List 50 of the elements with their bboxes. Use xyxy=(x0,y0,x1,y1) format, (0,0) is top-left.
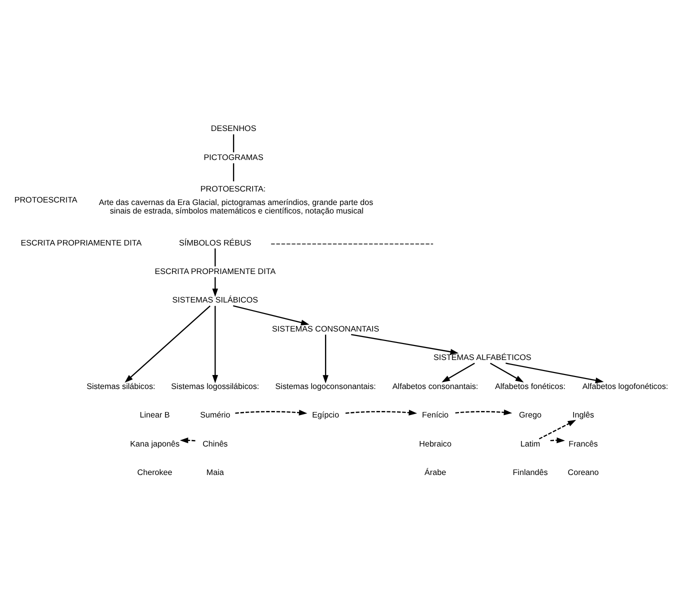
node-text: PROTOESCRITA: Arte das cavernas da Era Glacial, pictogramas ameríndios, grande parte dos sinais de estrada, símbolos matemáticos e científicos, notação musical xyxy=(98,184,374,216)
arrow xyxy=(538,420,576,440)
label: Árabe xyxy=(424,468,446,477)
node-text: Francês xyxy=(568,439,598,448)
node-text: Inglês xyxy=(572,410,594,420)
node-text: DESENHOS xyxy=(210,124,256,134)
arrow xyxy=(345,410,418,416)
node-text: SÍMBOLOS RÉBUS xyxy=(179,238,252,248)
arrow xyxy=(180,437,196,444)
node-text: Sumério xyxy=(200,410,230,420)
node-text: Alfabetos fonéticos: xyxy=(494,382,566,391)
label: ESCRITA PROPRIAMENTE DITA xyxy=(20,238,142,248)
node-text: Sistemas logoconsonantais: xyxy=(275,382,376,391)
label: Cherokee xyxy=(137,468,172,477)
label: Finlandês xyxy=(512,468,548,477)
arrow xyxy=(212,306,218,384)
node-text: PICTOGRAMAS xyxy=(204,152,264,162)
label: PROTOESCRITA xyxy=(14,196,78,205)
node-text: Kana japonês xyxy=(130,439,180,448)
node-text: Latim xyxy=(520,439,540,448)
arrow xyxy=(490,362,524,382)
label: Linear B xyxy=(140,410,170,420)
node-text: Grego xyxy=(519,410,542,420)
connector xyxy=(232,163,234,182)
arrow xyxy=(442,362,475,382)
node-text: SISTEMAS CONSONANTAIS xyxy=(272,324,380,334)
arrow xyxy=(322,334,328,384)
node-text: Egípcio xyxy=(312,410,340,420)
arrow xyxy=(455,410,512,416)
connector xyxy=(214,248,216,266)
label: Hebraico xyxy=(419,439,452,448)
arrow xyxy=(235,410,308,416)
node-text: Sistemas silábicos: xyxy=(86,382,156,391)
node-text: Alfabetos logofonéticos: xyxy=(582,382,668,391)
node-text: SISTEMAS ALFABÉTICOS xyxy=(433,353,532,362)
node-text: SISTEMAS SILÁBICOS xyxy=(172,296,258,305)
node-text: Chinês xyxy=(202,439,228,448)
arrow xyxy=(233,305,310,326)
arrow xyxy=(124,305,210,383)
node-text: ESCRITA PROPRIAMENTE DITA xyxy=(154,266,276,276)
arrow xyxy=(550,437,565,444)
arrow xyxy=(506,362,604,384)
connector xyxy=(232,134,234,152)
node-text: Alfabetos consonantais: xyxy=(392,382,478,391)
node-text: Fenício xyxy=(422,410,449,420)
arrow xyxy=(212,277,218,297)
arrow xyxy=(351,334,459,355)
label: Coreano xyxy=(568,468,599,477)
label: Maia xyxy=(206,468,224,477)
node-text: Sistemas logossilábicos: xyxy=(171,382,260,391)
